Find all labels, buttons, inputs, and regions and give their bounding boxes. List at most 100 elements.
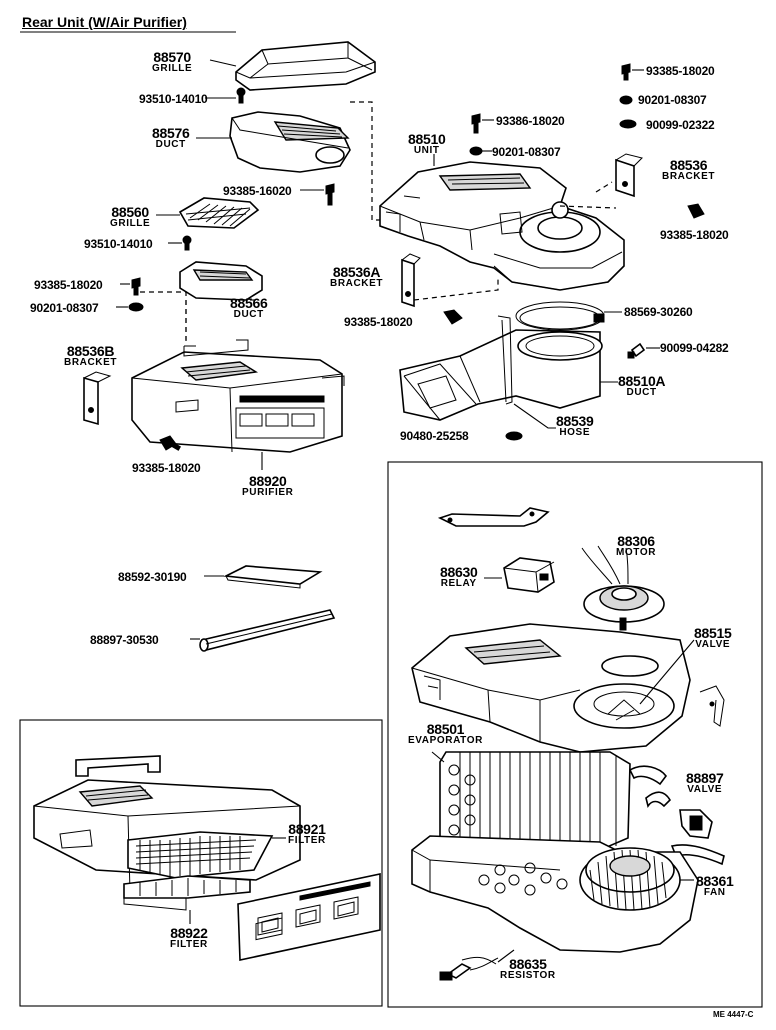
label-fan-88361: 88361 FAN (696, 873, 734, 898)
part-name: BRACKET (330, 278, 384, 289)
label-duct-88566: 88566 DUCT (230, 295, 268, 320)
screw-93385-16020 (325, 183, 335, 206)
bolt-90099-04282 (627, 342, 646, 359)
filter-sheet-88592 (223, 565, 323, 589)
label-purifier-88920: 88920 PURIFIER (242, 474, 293, 498)
motor-88306-shape (581, 545, 665, 631)
label-valve-88515: 88515 VALVE (694, 626, 732, 650)
nut-90480-25258 (505, 431, 523, 441)
screw-93385-tr1 (621, 63, 631, 81)
pn-93386-unit: 93386-18020 (496, 114, 565, 128)
bolt-93386-unit (471, 113, 481, 134)
evaporator-unit-top-shape (411, 623, 691, 753)
part-name: RESISTOR (500, 970, 556, 981)
filter-88921-shape (127, 831, 274, 879)
grille-88570-shape (235, 41, 376, 91)
washer-90201-left (128, 302, 144, 312)
part-number: 88361 (696, 873, 734, 889)
evaporator-88501-core (439, 751, 631, 851)
screw-93510-mid (182, 235, 192, 251)
bracket-88536b-shape (83, 371, 112, 426)
part-number: 88536A (332, 264, 381, 280)
nut-90099-02322 (619, 119, 637, 129)
diagram-title: Rear Unit (W/Air Purifier) (22, 14, 187, 30)
part-name: BRACKET (64, 357, 118, 368)
purifier-front-panel (237, 873, 381, 961)
inset-box-unit-internals (387, 461, 763, 1008)
label-duct-88576: 88576 DUCT (152, 125, 190, 150)
part-number: 88539 (556, 413, 594, 429)
label-valve-88897: 88897 VALVE (686, 771, 724, 795)
part-number: 88630 (440, 564, 478, 580)
part-name: VALVE (695, 639, 731, 650)
part-name: HOSE (559, 427, 591, 438)
label-bracket-88536a: 88536A BRACKET (330, 265, 383, 289)
part-number: 88510 (408, 131, 446, 147)
label-evaporator-88501: 88501 EVAPORATOR (408, 722, 483, 746)
part-name: DUCT (155, 139, 186, 150)
pn-93385-tr1: 93385-18020 (646, 64, 715, 78)
duct-88576-shape (229, 111, 351, 173)
pn-93510-top: 93510-14010 (139, 92, 208, 106)
label-motor-88306: 88306 MOTOR (616, 534, 656, 558)
label-grille-88560: 88560 GRILLE (110, 205, 150, 229)
pn-90099-04282: 90099-04282 (660, 341, 729, 355)
part-number: 88536 (669, 157, 708, 173)
part-number: 88501 (426, 721, 465, 737)
purifier-88920-shape (131, 339, 345, 453)
pn-93385-16020: 93385-16020 (223, 184, 292, 198)
pn-88592: 88592-30190 (118, 570, 187, 584)
fan-88361-shape (579, 847, 681, 911)
screw-93510-top (236, 87, 246, 104)
part-number: 88921 (288, 821, 326, 837)
duct-88566-shape (179, 261, 263, 301)
label-filter-88921: 88921 FILTER (288, 822, 326, 846)
part-name: MOTOR (616, 547, 657, 558)
label-filter-88922: 88922 FILTER (170, 926, 208, 950)
part-name: DUCT (233, 309, 264, 320)
hose-88539-shape (497, 315, 513, 405)
label-resistor-88635: 88635 RESISTOR (500, 957, 556, 981)
filter-88922-shape (123, 875, 251, 911)
label-bracket-88536: 88536 BRACKET (662, 158, 715, 182)
part-number: 88566 (230, 295, 268, 311)
pn-90099-02322: 90099-02322 (646, 118, 715, 132)
part-name: GRILLE (110, 218, 151, 229)
pn-93385-purifier: 93385-18020 (132, 461, 201, 475)
reference-code: ME 4447-C (713, 1010, 754, 1019)
part-name: DUCT (626, 387, 657, 398)
part-number: 88536B (66, 343, 115, 359)
pn-88897-30530: 88897-30530 (90, 633, 159, 647)
bracket-88536a-shape (401, 253, 421, 308)
screw-93385-left (131, 277, 141, 296)
ring-88569-shape (515, 301, 605, 331)
part-number: 88576 (152, 125, 190, 141)
part-number: 88510A (618, 373, 666, 389)
label-grille-88570: 88570 GRILLE (152, 50, 192, 74)
pn-88569: 88569-30260 (624, 305, 693, 319)
grille-88560-shape (178, 197, 260, 229)
resistor-88635-shape (439, 956, 499, 981)
part-name: GRILLE (152, 63, 193, 74)
label-relay-88630: 88630 RELAY (440, 564, 478, 589)
pn-90201-tr: 90201-08307 (638, 93, 707, 107)
screw-93385-bracket (687, 203, 705, 219)
part-name: BRACKET (662, 171, 716, 182)
label-duct-88510a: 88510A DUCT (618, 373, 666, 398)
pn-90201-unit: 90201-08307 (492, 145, 561, 159)
pn-90201-left: 90201-08307 (30, 301, 99, 315)
part-number: 88920 (249, 473, 287, 489)
bracket-88536-shape (615, 153, 643, 198)
part-name: EVAPORATOR (408, 735, 483, 746)
label-bracket-88536b: 88536B BRACKET (64, 344, 117, 368)
pn-93385-center: 93385-18020 (344, 315, 413, 329)
filter-strip-88897 (199, 609, 336, 652)
part-name: UNIT (413, 145, 440, 156)
part-name: FAN (703, 887, 726, 898)
part-name: FILTER (170, 939, 208, 950)
pn-93385-bracket: 93385-18020 (660, 228, 729, 242)
pn-93510-mid: 93510-14010 (84, 237, 153, 251)
part-number: 88635 (509, 956, 547, 972)
pn-93385-left: 93385-18020 (34, 278, 103, 292)
